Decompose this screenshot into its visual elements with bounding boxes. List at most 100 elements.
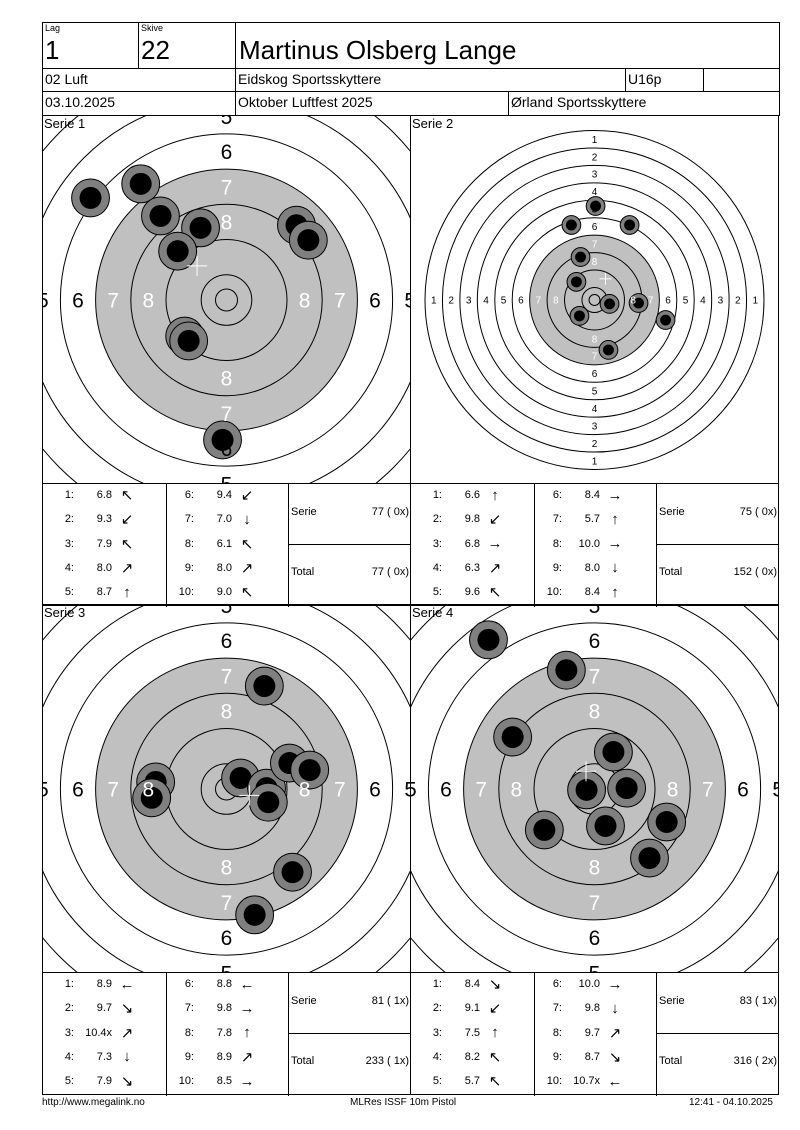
shot-score-row: 8:7.8↑ (162, 1024, 262, 1041)
shot-8 (524, 810, 564, 850)
divider (656, 544, 779, 545)
ring-label: 5 (589, 962, 601, 972)
shot-score-row: 1:6.6↑ (410, 487, 510, 504)
shot-score-row: 3:6.8→ (410, 535, 510, 552)
shot-7 (599, 294, 620, 314)
direction-arrow-icon: ↖ (488, 584, 502, 602)
divider (288, 484, 289, 607)
lag-value: 1 (45, 35, 60, 65)
direction-arrow-icon: → (607, 486, 623, 504)
shot-value: 8.4 (584, 586, 600, 599)
shot-number: 8: (184, 1026, 194, 1039)
shot-number: 8: (552, 1026, 562, 1039)
shot-value: 8.4 (584, 489, 600, 501)
divider (288, 973, 289, 1096)
divider (166, 973, 167, 1096)
total-label: Total (291, 566, 315, 578)
ring-label: 6 (221, 630, 233, 653)
score-table: 1:6.8↖2:9.3↙3:7.9↖4:8.0↗5:8.7↑6:9.4↙7:7.… (42, 483, 411, 607)
shot-score-row: 7:9.8→ (162, 1000, 262, 1017)
shot-score-row: 4:6.3↗ (410, 560, 510, 577)
direction-arrow-icon: → (607, 535, 623, 553)
shot-value: 8.0 (96, 561, 112, 574)
shot-score-row: 1:6.8↖ (42, 487, 142, 504)
ring-label: 7 (589, 892, 601, 915)
ring-label: 6 (589, 630, 601, 653)
shot-10 (598, 340, 619, 360)
direction-arrow-icon: ↙ (488, 1000, 502, 1018)
shot-1 (71, 178, 110, 218)
shot-1 (585, 196, 606, 216)
shot-score-row: 6:10.0→ (530, 976, 630, 993)
direction-arrow-icon: ↖ (240, 535, 254, 553)
direction-arrow-icon: ↘ (120, 1000, 134, 1018)
shot-score-row: 10:10.7x← (530, 1073, 630, 1090)
divider (534, 484, 535, 607)
direction-arrow-icon: ↗ (120, 559, 134, 577)
direction-arrow-icon: ↖ (120, 535, 134, 553)
shot-5 (566, 272, 587, 292)
ring-label: 4 (483, 296, 489, 307)
ring-label: 8 (221, 211, 233, 234)
ring-label: 7 (107, 779, 119, 802)
shot-number: 9: (184, 1050, 194, 1063)
shot-score-row: 5:9.6↖ (410, 584, 510, 602)
shot-score-row: 1:8.4↘ (410, 976, 510, 993)
shot-value: 8.5 (216, 1075, 232, 1088)
ring-label: 8 (221, 857, 233, 880)
shot-10 (203, 420, 242, 460)
shot-6 (567, 770, 607, 810)
ring-label: 7 (592, 352, 598, 363)
shot-score-row: 9:8.0↗ (162, 559, 262, 577)
serie-label: Serie (659, 506, 685, 518)
serie-title: Serie 4 (412, 605, 454, 620)
shot-score-row: 5:7.9↘ (42, 1073, 142, 1091)
shot-value: 6.8 (464, 537, 480, 550)
lag-label: Lag (45, 23, 61, 33)
direction-arrow-icon: ↘ (120, 1073, 134, 1091)
shot-number: 8: (184, 537, 194, 550)
ring-label: 7 (536, 296, 542, 307)
shot-1 (244, 666, 284, 706)
shot-number: 4: (64, 1050, 74, 1063)
direction-arrow-icon: → (239, 1072, 255, 1090)
shot-score-row: 9:8.9↗ (162, 1049, 262, 1066)
shot-value: 8.7 (584, 1050, 600, 1063)
ring-label: 2 (592, 152, 598, 163)
shot-score-row: 7:5.7↑ (530, 511, 630, 528)
ring-8 (498, 692, 691, 886)
shot-value: 7.0 (216, 513, 232, 526)
shot-value: 9.0 (216, 586, 232, 599)
divider (534, 973, 535, 1096)
divider (166, 484, 167, 607)
empty-cell (703, 68, 780, 92)
ring-label: 6 (369, 290, 381, 313)
ring-label: 6 (592, 222, 598, 233)
shot-number: 10: (546, 586, 562, 599)
aiming-black (529, 235, 660, 365)
shot-number: 9: (184, 561, 194, 574)
shot-number: 1: (64, 978, 74, 990)
shot-value: 8.0 (584, 561, 600, 574)
shot-10 (630, 838, 669, 878)
shot-score-row: 3:10.4x↗ (42, 1025, 142, 1042)
serie-title: Serie 3 (44, 605, 86, 620)
shot-score-row: 2:9.3↙ (42, 511, 142, 528)
shot-value: 9.4 (216, 489, 232, 501)
shot-8 (628, 293, 649, 313)
shot-value: 7.9 (96, 1075, 112, 1088)
shot-number: 2: (64, 1002, 74, 1015)
date-cell: 03.10.2025 (42, 91, 236, 116)
footer-url[interactable]: http://www.megalink.no (42, 1097, 145, 1108)
ring-label: 1 (752, 296, 758, 307)
ring-label: 3 (466, 296, 472, 307)
ring-label: 5 (772, 779, 778, 802)
ring-label: 5 (411, 779, 417, 802)
category: U16p (628, 71, 662, 87)
shot-3 (619, 215, 640, 235)
ring-label: 1 (592, 135, 598, 146)
shot-value: 5.7 (584, 513, 600, 526)
direction-arrow-icon: ↗ (240, 559, 254, 577)
